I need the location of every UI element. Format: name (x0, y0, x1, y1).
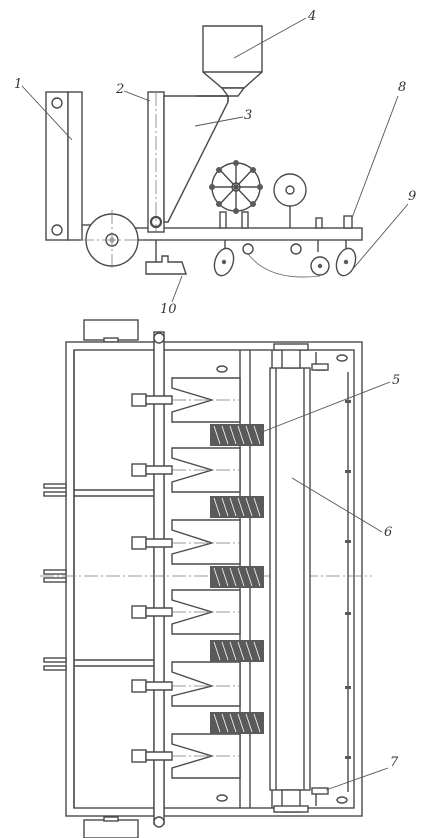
callout-4: 4 (307, 9, 316, 24)
coil-3 (210, 566, 264, 588)
leader-5 (261, 381, 391, 433)
vertical-post (147, 91, 165, 233)
callout-7: 7 (390, 755, 399, 770)
callout-2: 2 (115, 82, 124, 97)
funnel-row-1 (131, 377, 241, 423)
top-view: 5 6 7 (40, 319, 400, 838)
coil-1 (210, 424, 264, 446)
ground-wheel (80, 210, 145, 270)
leader-8 (351, 95, 399, 219)
coil-4 (210, 640, 264, 662)
roller (269, 343, 311, 813)
leader-3 (194, 116, 244, 127)
funnel-row-4 (131, 589, 241, 635)
bolts (216, 352, 348, 806)
leader-9 (351, 203, 409, 271)
callout-1: 1 (14, 77, 22, 92)
coil-2 (210, 496, 264, 518)
hitch-bracket (45, 91, 96, 241)
leader-1 (21, 85, 73, 141)
seed-funnels (131, 377, 241, 779)
bottom-wheel (83, 819, 139, 838)
callout-6: 6 (384, 525, 392, 540)
distributor-wheel (209, 160, 263, 214)
callout-5: 5 (392, 373, 400, 388)
leader-6 (291, 477, 383, 533)
hopper (202, 25, 263, 97)
funnel-row-3 (131, 519, 241, 565)
tines (345, 372, 351, 792)
leader-7 (325, 767, 389, 791)
callout-10: 10 (160, 302, 177, 317)
callout-3: 3 (244, 108, 252, 123)
funnel-row-5 (131, 661, 241, 707)
skid-shoe (145, 240, 187, 275)
funnel-row-6 (131, 733, 241, 779)
funnel-row-2 (131, 447, 241, 493)
callout-8: 8 (398, 80, 406, 95)
coil-5 (210, 712, 264, 734)
main-frame-bar (129, 227, 363, 241)
side-view: 1 2 3 4 8 9 10 (14, 9, 416, 317)
coil-springs (210, 424, 264, 734)
hitch-stubs (43, 483, 154, 671)
leader-10 (171, 275, 183, 303)
drive-pulley (273, 173, 307, 228)
leader-4 (233, 17, 307, 59)
top-wheel (83, 319, 139, 341)
coulter-struts (219, 211, 353, 252)
furrow-openers (213, 243, 357, 278)
drive-shaft (153, 331, 165, 828)
leader-2 (123, 90, 151, 102)
callout-9: 9 (408, 189, 416, 204)
